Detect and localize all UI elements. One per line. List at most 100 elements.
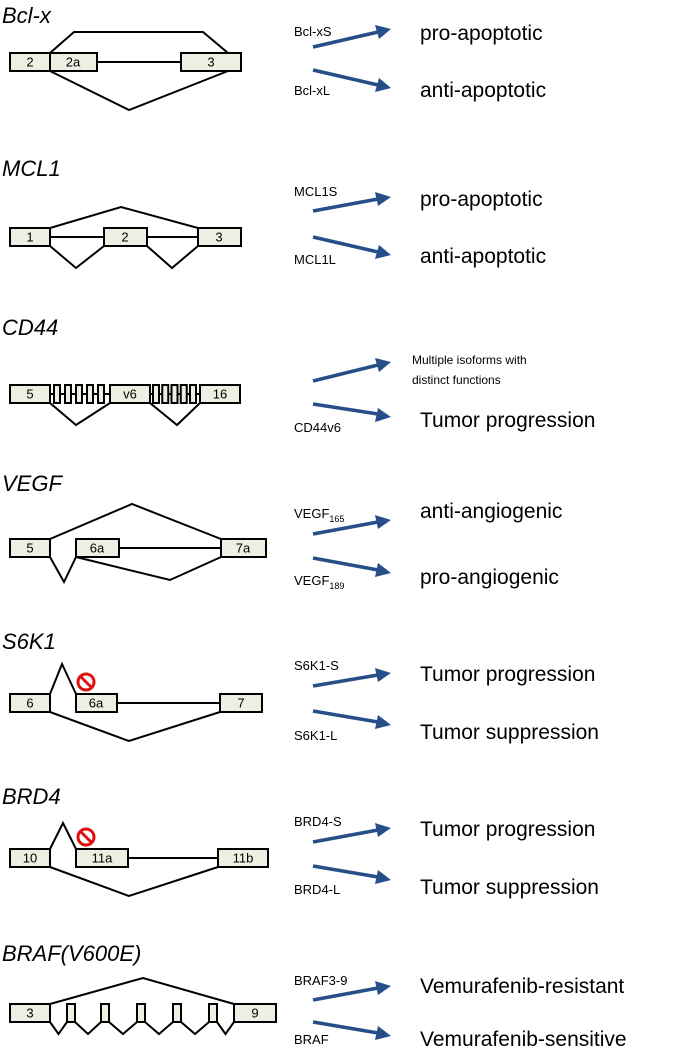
arrow [312,986,379,1002]
exon-label: 3 [215,230,222,245]
arrow-head [375,78,391,92]
gene-name: MCL1 [2,156,61,181]
variant-exon [170,384,179,404]
arrow [312,363,379,383]
exon-label: 2 [121,230,128,245]
arrow [312,828,379,844]
gene-name: S6K1 [2,629,56,654]
exon-box [233,1003,277,1023]
exon-box [75,538,120,558]
arrow [312,402,379,416]
exon-box [219,693,263,713]
panel-cd44: CD44 5 v6 16 Multiple isoforms with dist… [2,315,595,435]
exon-box [9,538,51,558]
exon-box [9,848,51,868]
isoform-subscript: 165 [329,514,344,524]
gene-name: CD44 [2,315,58,340]
arrow-head [375,1026,391,1040]
splice-junction-line [146,245,199,270]
exon-box [217,848,269,868]
isoform-label: Bcl-xS [294,24,332,39]
isoform-label: BRD4-L [294,882,340,897]
exon-box [75,693,118,713]
splice-junction-line [49,1021,235,1036]
exon-label: 3 [207,55,214,70]
arrow-head [375,981,391,995]
splice-junction-line [49,976,235,1005]
arrow [312,709,379,724]
exon-label: 11b [233,851,254,866]
exon-label: 11a [92,851,113,866]
arrow-head [375,515,391,529]
exon-label: 7 [237,696,244,711]
exon-label: 9 [251,1006,258,1021]
splice-junction-line [49,205,199,229]
exon-box [9,384,51,404]
isoform-label: MCL1L [294,252,336,267]
isoform-name: VEGF [294,573,329,588]
small-exon [172,1003,182,1023]
exon-box [109,384,151,404]
outcome-label: pro-apoptotic [420,188,543,211]
isoform-label: S6K1-S [294,658,339,673]
outcome-label: Vemurafenib-sensitive [420,1028,627,1050]
arrow-head [375,358,391,372]
small-exons-group [49,1003,235,1036]
exon-label: 5 [26,387,33,402]
variant-exon [86,384,94,404]
arrow-head [375,823,391,837]
panel-bcl-x: Bcl-x 2 2a 3 Bcl-xS Bcl-xL pro-apoptotic… [2,3,546,112]
isoform-subscript: 189 [329,581,344,591]
splice-junction-line [49,556,77,585]
outcome-label: Vemurafenib-resistant [420,975,624,998]
small-exon [136,1003,146,1023]
panel-braf: BRAF(V600E) 3 9 BRAF3-9 BRAF Vemurafenib… [2,941,627,1050]
isoform-label: VEGF165 [294,506,344,524]
exon-box [197,227,242,247]
exon-box [103,227,148,247]
variant-exon [97,384,105,404]
variant-exons-group [50,384,200,404]
arrow-head [375,563,391,577]
isoform-label: VEGF189 [294,573,344,591]
small-exon [66,1003,76,1023]
arrow-head [375,715,391,729]
isoform-name: VEGF [294,506,329,521]
arrow [312,556,379,572]
exon-label: v6 [123,387,137,402]
variant-exon [75,384,83,404]
variant-exon [53,384,61,404]
exon-box [75,848,129,868]
exon-label: 5 [26,541,33,556]
small-exon [208,1003,218,1023]
arrow [312,673,379,688]
gene-name: BRAF(V600E) [2,941,141,966]
arrow-head [375,870,391,884]
small-exon [100,1003,110,1023]
arrow-head [375,668,391,682]
variant-exon [152,384,160,404]
exon-label: 16 [213,387,227,402]
splice-junction-line [49,711,221,743]
gene-name: BRD4 [2,784,61,809]
arrow [312,864,379,879]
panel-vegf: VEGF 5 6a 7a VEGF165 VEGF189 anti-angiog… [2,471,562,591]
exon-box [180,52,242,72]
outcome-label: Tumor suppression [420,876,599,899]
outcome-label: distinct functions [412,373,501,387]
gene-name: VEGF [2,471,63,496]
arrow-head [375,408,391,422]
arrow-head [375,245,391,259]
exon-label: 6 [26,696,33,711]
outcome-label: Tumor progression [420,663,595,686]
outcome-label: anti-angiogenic [420,500,562,523]
exon-box [49,52,98,72]
arrow [312,197,379,213]
isoform-label: Bcl-xL [294,83,330,98]
exon-box [9,693,51,713]
panel-brd4: BRD4 10 11a 11b BRD4-S BRD4-L Tumor prog… [2,784,599,899]
splice-junction-line [75,556,222,582]
gene-name: Bcl-x [2,3,52,28]
arrow [312,520,379,536]
